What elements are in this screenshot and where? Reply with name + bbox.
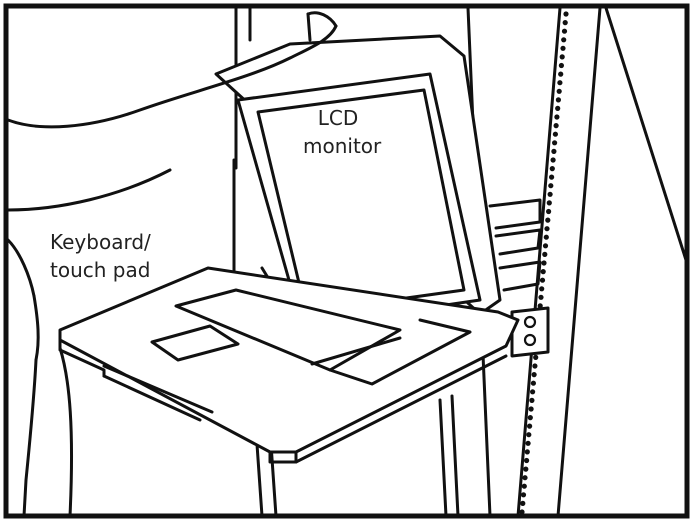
rail-hole [523, 466, 529, 472]
rail-hole [532, 363, 538, 369]
rail-hole [544, 226, 550, 232]
rail-hole [520, 500, 526, 506]
rail-hole [556, 88, 562, 94]
person-arm [6, 11, 338, 212]
rail-hole [554, 114, 560, 120]
rail-hole [561, 28, 568, 34]
rack-rail-holes [519, 11, 569, 515]
rail-hole [546, 208, 552, 215]
rail-hole [549, 174, 555, 180]
lcd-monitor-label-line-1: LCD [317, 106, 359, 130]
rail-hole [527, 423, 533, 429]
rail-hole [559, 54, 565, 60]
rail-hole [546, 200, 552, 206]
rail-hole [558, 62, 565, 69]
rail-hole [555, 105, 561, 111]
rail-hole [519, 509, 525, 515]
rear-equipment [488, 198, 542, 292]
rail-hole [521, 483, 527, 489]
rail-hole [548, 183, 554, 189]
rail-hole [524, 457, 530, 464]
rail-hole [531, 372, 537, 378]
lcd-monitor-label-line-2: monitor [303, 134, 382, 158]
rail-hole [530, 389, 536, 395]
rail-hole [528, 406, 534, 412]
rail-hole [533, 354, 539, 360]
rail-hole [553, 123, 559, 129]
rail-hole [550, 157, 556, 163]
keyboard-tray [58, 266, 520, 464]
rail-hole [551, 148, 557, 154]
rail-hole [552, 131, 559, 137]
lcd-monitor-label: LCD monitor [303, 104, 382, 160]
rail-hole [562, 20, 568, 26]
rail-hole [525, 440, 531, 446]
rail-hole [540, 269, 546, 275]
keyboard-touchpad-label-line-1: Keyboard/ [50, 230, 151, 254]
rail-hole [539, 277, 546, 283]
rail-hole [545, 217, 551, 223]
person-body [6, 238, 74, 518]
rail-hole [537, 303, 543, 309]
rail-hole [542, 243, 549, 249]
rail-hole [542, 251, 548, 257]
keyboard-touchpad-label: Keyboard/ touch pad [50, 228, 151, 284]
keyboard-touchpad-label-line-2: touch pad [50, 258, 151, 282]
rail-hole [538, 294, 544, 300]
rail-hole [547, 191, 553, 197]
rail-hole [552, 140, 558, 146]
rail-hole [541, 260, 547, 266]
rail-hole [526, 432, 532, 438]
lcd-monitor-housing [214, 34, 502, 332]
rail-hole [561, 37, 567, 43]
rail-hole [520, 492, 527, 498]
rail-hole [549, 166, 555, 172]
rail-hole [563, 11, 569, 17]
rail-hole [555, 97, 562, 103]
rail-hole [557, 80, 563, 86]
rail-hole [543, 234, 549, 240]
mounting-bracket [510, 306, 550, 358]
rail-hole [522, 475, 528, 481]
rail-hole [560, 45, 566, 51]
rail-hole [529, 397, 535, 403]
rail-hole [530, 380, 537, 386]
rail-hole [539, 286, 545, 292]
rail-hole [527, 415, 533, 421]
rail-hole [558, 71, 564, 77]
rail-hole [524, 449, 530, 455]
rack-rail [466, 6, 688, 518]
